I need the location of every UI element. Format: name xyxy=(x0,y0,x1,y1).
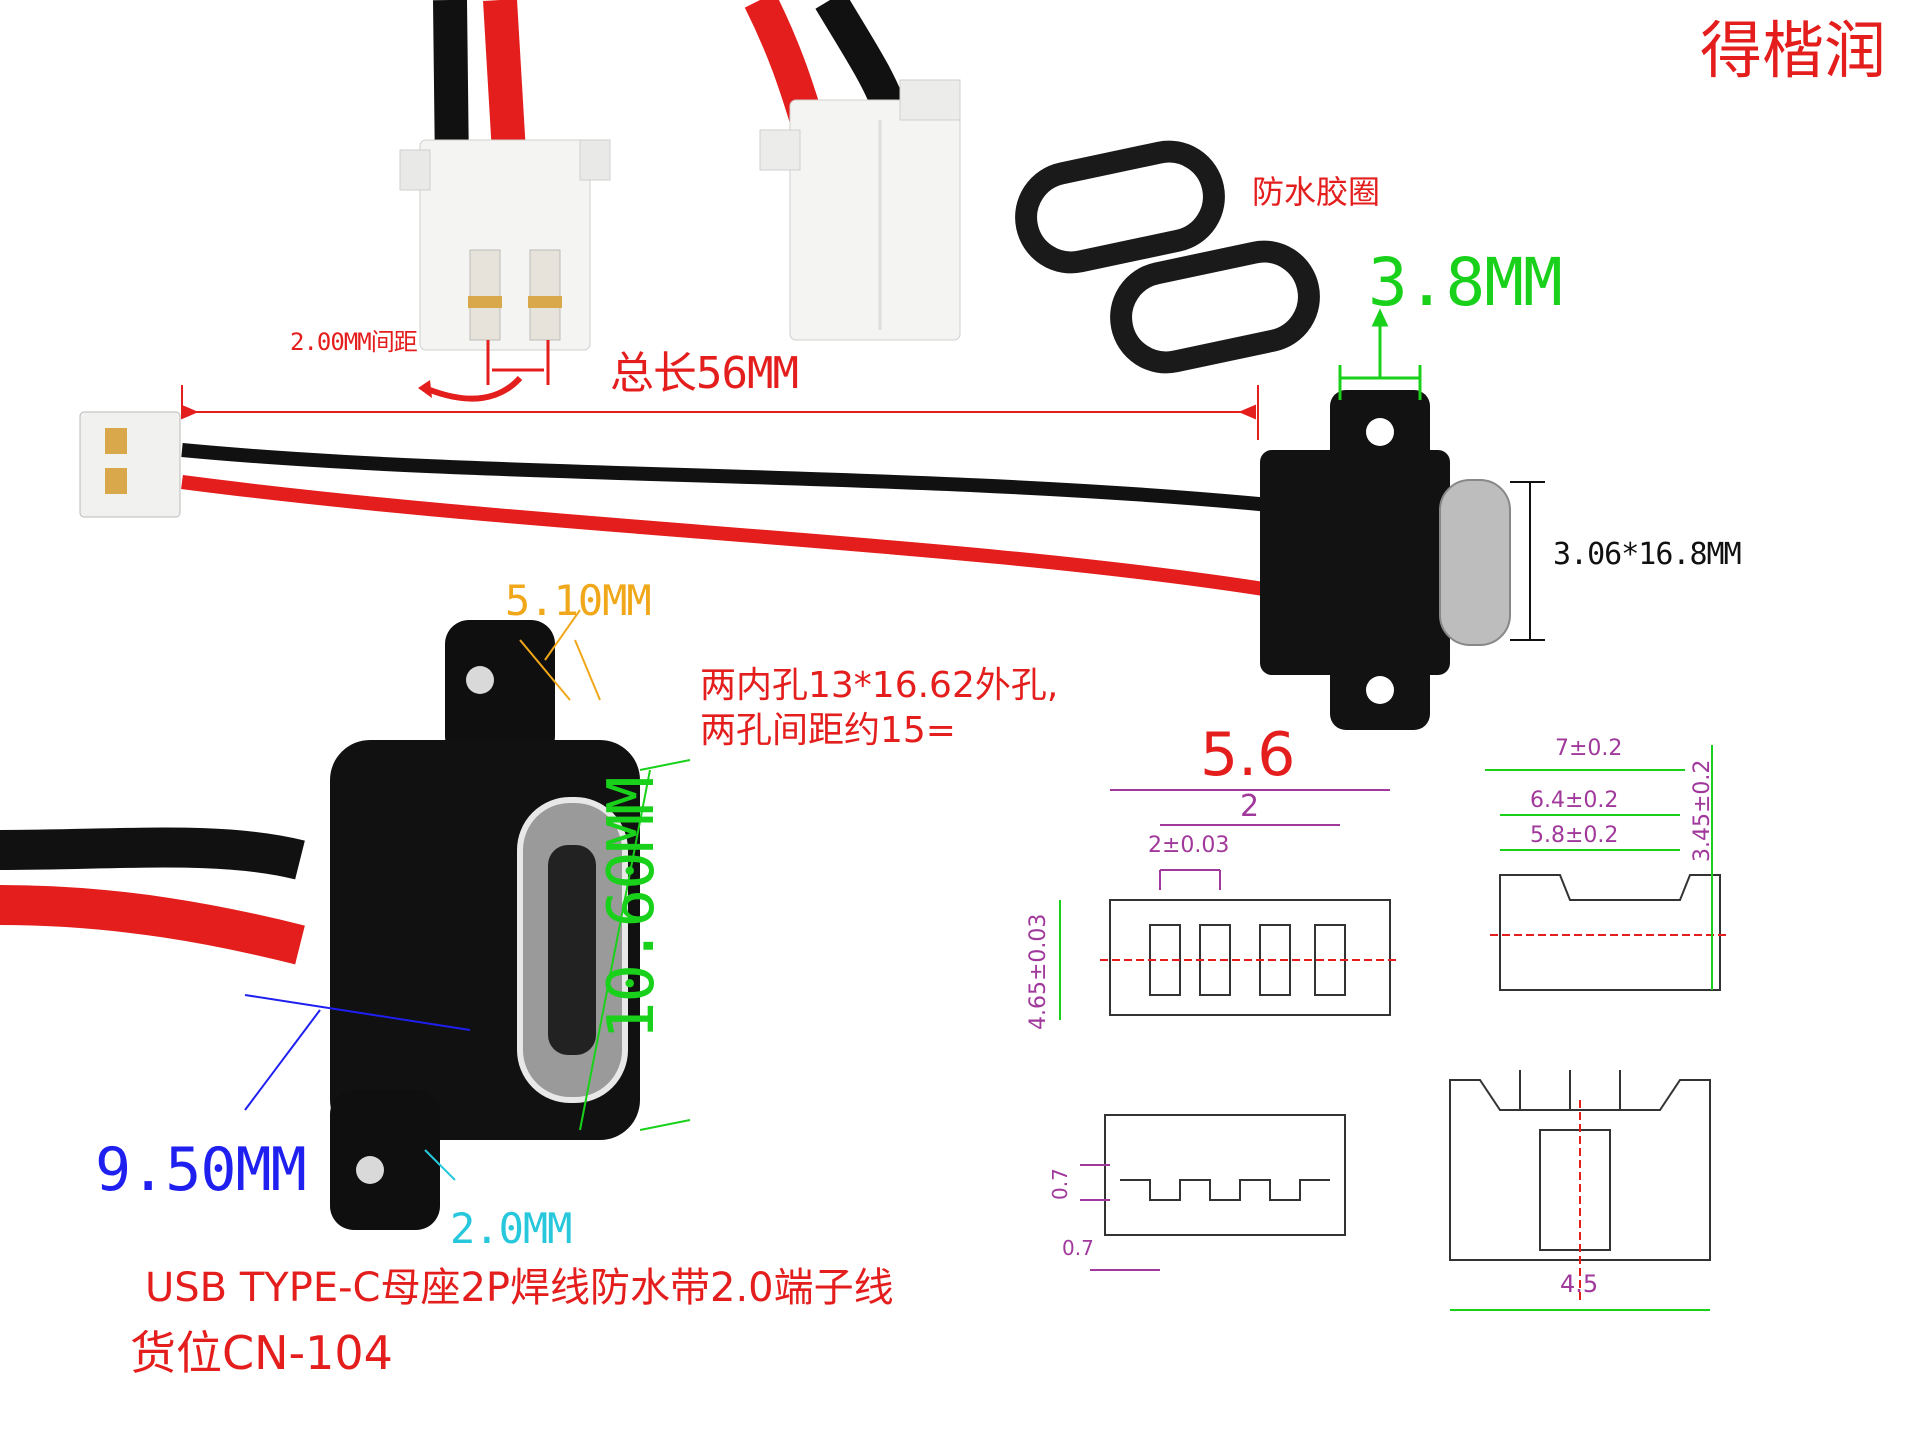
body-height-label: 10.60MM xyxy=(595,777,669,1040)
dim-overall: 5.6 xyxy=(1200,720,1296,790)
gasket-width-label: 3.8MM xyxy=(1368,244,1563,321)
tech-drawing-side xyxy=(1485,745,1730,991)
dim-bottom-b: 0.7 xyxy=(1062,1236,1094,1260)
dim-height: 4.65±0.03 xyxy=(1026,913,1051,1030)
product-title-line1: USB TYPE-C母座2P焊线防水带2.0端子线 xyxy=(145,1265,894,1311)
closeup-dimensions xyxy=(244,609,691,1181)
dim-side-h: 3.45±0.2 xyxy=(1690,759,1715,862)
pitch-label: 2.00MM间距 xyxy=(290,328,418,356)
connector-left xyxy=(399,139,611,351)
total-length-dimension xyxy=(181,385,1259,440)
tech-drawing-end xyxy=(1449,1070,1711,1311)
dim-front-w: 4.5 xyxy=(1560,1270,1599,1298)
dim-bottom-a: 0.7 xyxy=(1048,1168,1072,1200)
gasket-width-dimension xyxy=(1338,308,1422,400)
tech-drawing-bottom xyxy=(1080,1114,1346,1271)
dim-side-w3: 5.8±0.2 xyxy=(1530,823,1619,848)
tech-drawing-front xyxy=(1059,789,1400,1020)
flange-offset-label: 5.10MM xyxy=(505,576,652,625)
closeup-connector xyxy=(0,620,640,1230)
connector-right xyxy=(759,79,961,341)
port-size-dimension xyxy=(1510,481,1545,641)
body-width-label: 9.50MM xyxy=(95,1135,307,1205)
holes-note-line1: 两内孔13*16.62外孔, xyxy=(700,665,1059,706)
holes-note-line2: 两孔间距约15= xyxy=(700,710,956,751)
dim-side-w2: 6.4±0.2 xyxy=(1530,788,1619,813)
dim-pitch-inner: 2±0.03 xyxy=(1148,833,1230,858)
port-size-label: 3.06*16.8MM xyxy=(1553,537,1742,572)
total-length-label: 总长56MM xyxy=(610,348,799,399)
product-title-line2: 货位CN-104 xyxy=(130,1326,393,1380)
hole-dia-label: 2.0MM xyxy=(450,1204,572,1253)
dim-pitch-outer: 2 xyxy=(1240,789,1260,824)
gasket-label: 防水胶圈 xyxy=(1252,173,1381,211)
cable-assembly xyxy=(79,390,1511,730)
dim-side-w1: 7±0.2 xyxy=(1555,736,1623,761)
gasket-rings xyxy=(1015,140,1320,374)
pitch-arrow xyxy=(418,340,550,402)
brand-label: 得楷润 xyxy=(1700,14,1887,87)
